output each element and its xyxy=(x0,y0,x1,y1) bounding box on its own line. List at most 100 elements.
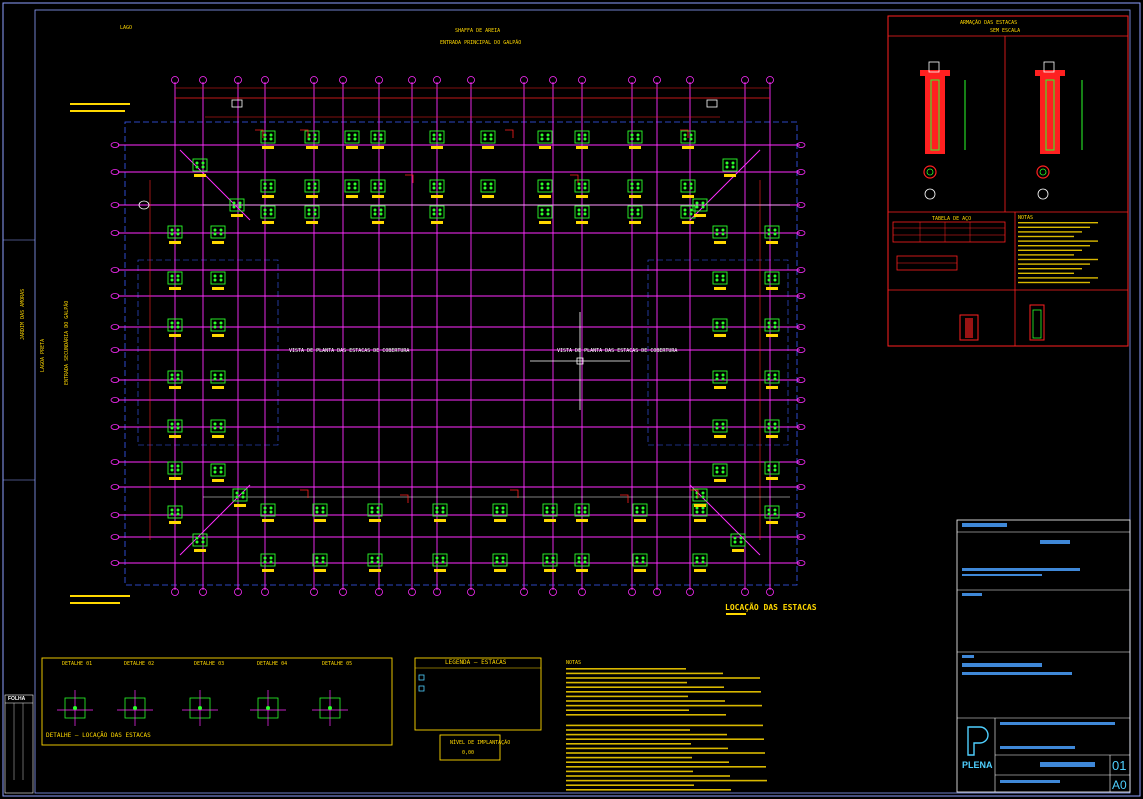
grid-bubble xyxy=(467,588,475,596)
pile-cap xyxy=(210,419,226,433)
pile xyxy=(721,232,725,236)
pile xyxy=(213,426,217,430)
pile-label-mark xyxy=(694,504,706,507)
pile xyxy=(583,182,587,186)
pile xyxy=(313,182,317,186)
pile xyxy=(725,165,729,169)
pile-cap xyxy=(722,158,738,172)
pile xyxy=(370,556,374,560)
detail-item-label: DETALHE 04 xyxy=(257,661,288,667)
pile xyxy=(313,133,317,137)
leader-mark xyxy=(505,129,514,138)
pile xyxy=(715,373,719,377)
pile xyxy=(630,182,634,186)
pile-label-mark xyxy=(694,569,706,572)
pile-cap xyxy=(312,553,328,567)
grid-bubble xyxy=(686,588,694,596)
grid-bubble xyxy=(234,588,242,596)
pile xyxy=(545,510,549,514)
pile xyxy=(219,278,223,282)
pile-label-mark xyxy=(212,479,224,482)
pile-cap xyxy=(680,205,696,219)
pile xyxy=(170,464,174,468)
pile xyxy=(636,212,640,216)
cad-crosshair-cursor[interactable] xyxy=(530,312,630,410)
pile-label-mark xyxy=(306,195,318,198)
note-text-line xyxy=(1018,222,1098,224)
pile xyxy=(373,212,377,216)
pile xyxy=(577,133,581,137)
pile xyxy=(313,212,317,216)
pile xyxy=(307,186,311,190)
pile xyxy=(176,321,180,325)
pile xyxy=(767,278,771,282)
pile-label-mark xyxy=(576,569,588,572)
note-text-line xyxy=(566,681,687,684)
leader-mark xyxy=(400,494,409,503)
pile xyxy=(495,510,499,514)
pile xyxy=(583,510,587,514)
pile-label-mark xyxy=(766,241,778,244)
note-text-line xyxy=(1018,281,1090,284)
detail-item-label: DETALHE 02 xyxy=(124,661,155,667)
pile-label-mark xyxy=(369,569,381,572)
grid-bubble xyxy=(796,324,806,330)
pile xyxy=(370,510,374,514)
main-drawing-title: LOCAÇÃO DAS ESTACAS xyxy=(725,603,817,612)
pile xyxy=(438,186,442,190)
pile-label-mark xyxy=(629,146,641,149)
pile xyxy=(767,377,771,381)
pile xyxy=(441,510,445,514)
pile-label-mark xyxy=(212,386,224,389)
pile xyxy=(263,510,267,514)
grid-bubble xyxy=(110,397,120,403)
pile-label-mark xyxy=(714,435,726,438)
grid-bubble xyxy=(110,347,120,353)
grid-bubble xyxy=(796,142,806,148)
pile xyxy=(577,186,581,190)
pile xyxy=(373,208,377,212)
pile xyxy=(695,556,699,560)
pile-label-mark xyxy=(346,195,358,198)
pile-label-mark xyxy=(714,386,726,389)
pile xyxy=(353,182,357,186)
pile-label-mark xyxy=(682,221,694,224)
pile xyxy=(432,186,436,190)
pile xyxy=(376,510,380,514)
pile xyxy=(269,212,273,216)
pile xyxy=(715,470,719,474)
pile xyxy=(238,201,242,205)
pile xyxy=(170,274,174,278)
pile xyxy=(501,556,505,560)
pile xyxy=(636,208,640,212)
datum-mark xyxy=(138,200,150,210)
pile xyxy=(373,137,377,141)
grid-bubble xyxy=(310,76,318,84)
pile xyxy=(435,560,439,564)
pile xyxy=(195,540,199,544)
pile xyxy=(721,228,725,232)
grid-bubble xyxy=(796,347,806,353)
pile xyxy=(773,508,777,512)
grid-bubble xyxy=(110,324,120,330)
pile-label-mark xyxy=(539,221,551,224)
pile xyxy=(483,133,487,137)
pile xyxy=(176,508,180,512)
pile xyxy=(773,422,777,426)
pile xyxy=(315,556,319,560)
grid-bubble xyxy=(520,588,528,596)
pile xyxy=(435,506,439,510)
pile xyxy=(269,133,273,137)
pile xyxy=(438,208,442,212)
note-text-line xyxy=(566,724,763,727)
pile xyxy=(370,560,374,564)
pile-label-mark xyxy=(314,519,326,522)
pile-cap xyxy=(210,225,226,239)
pile xyxy=(176,377,180,381)
revision-table xyxy=(4,694,34,794)
pile-label-mark xyxy=(576,221,588,224)
pile xyxy=(241,495,245,499)
grid-bubble xyxy=(110,169,120,175)
revision-table-header: FOLHA xyxy=(8,696,26,702)
pile-plan xyxy=(57,76,1098,791)
